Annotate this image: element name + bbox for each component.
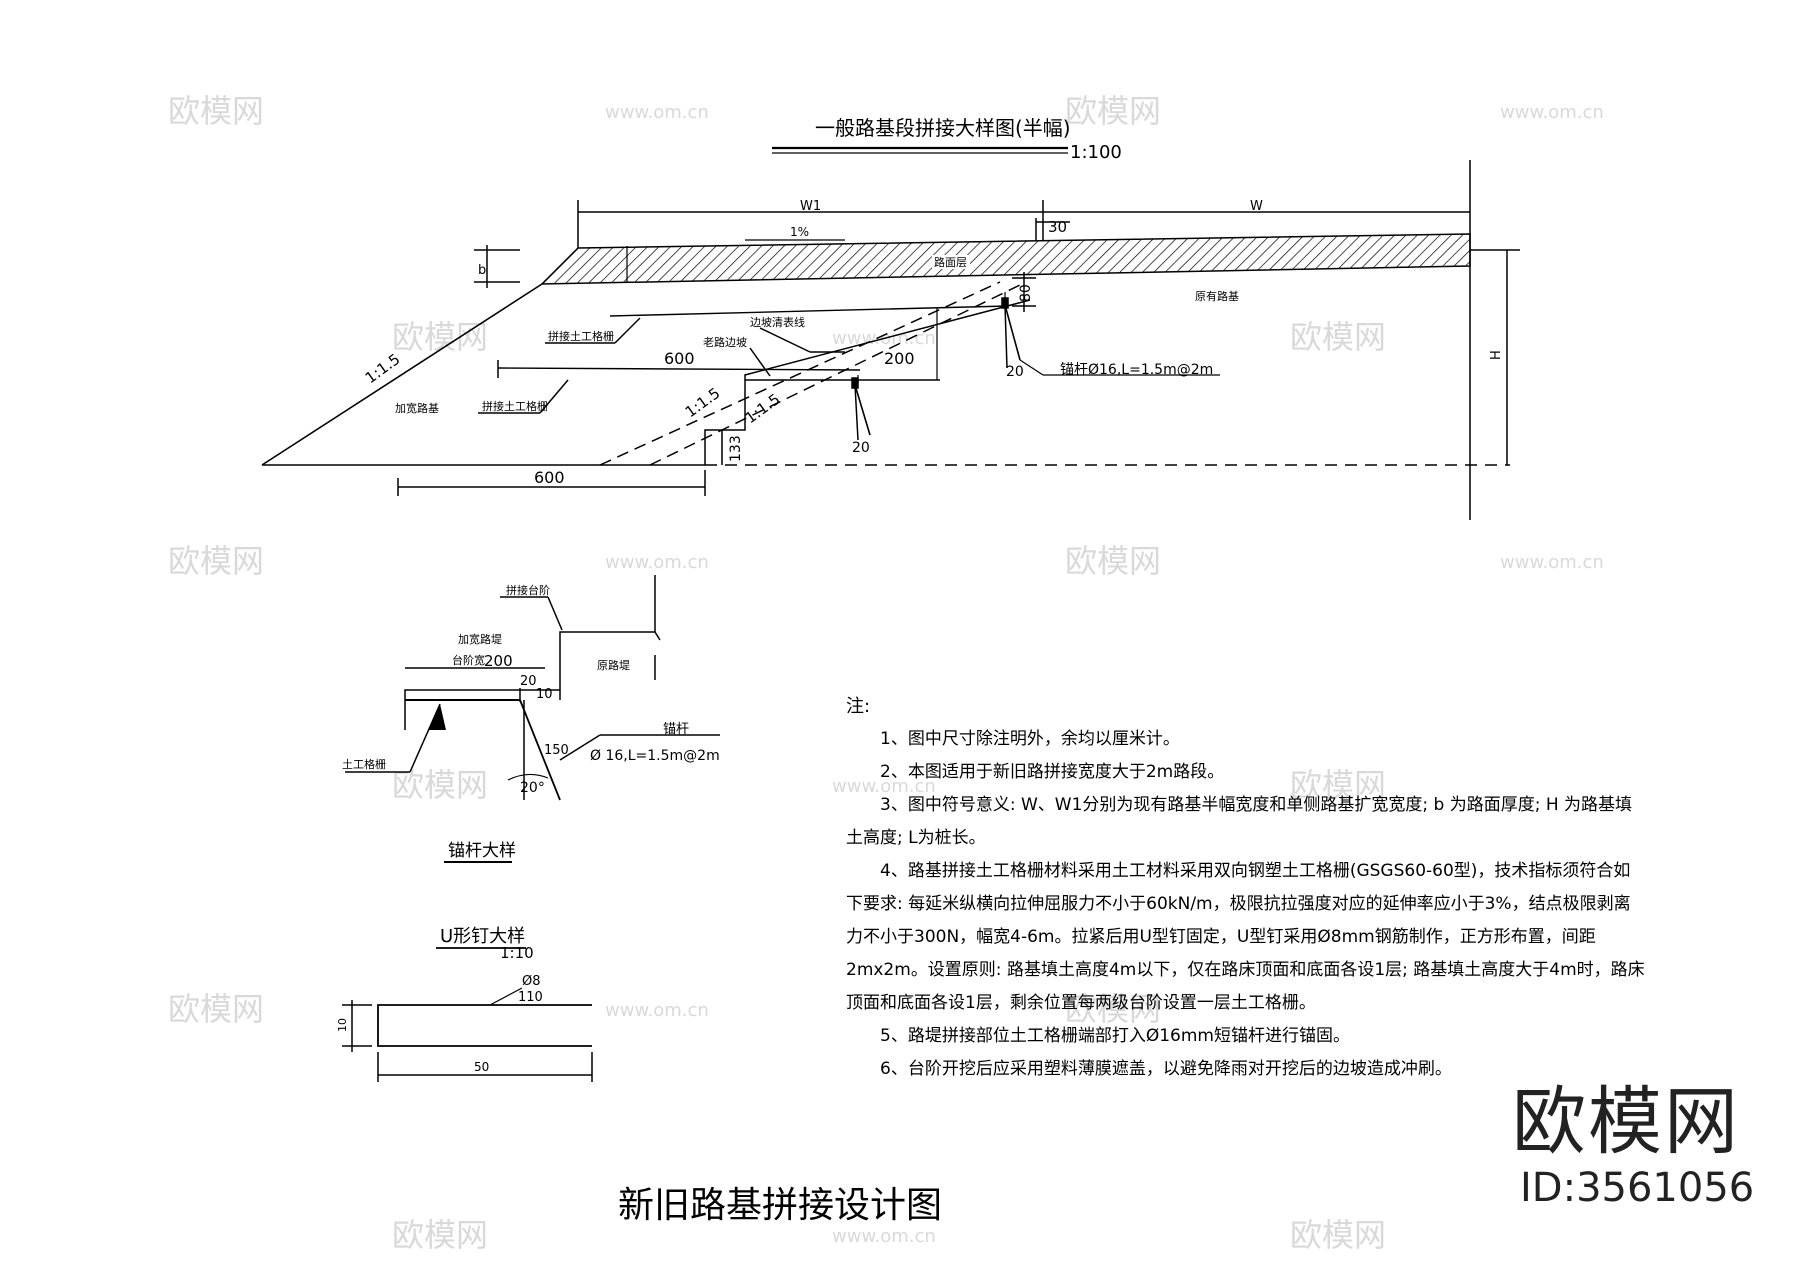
note-item: 2、本图适用于新旧路拼接宽度大于2m路段。 xyxy=(880,762,1225,782)
label-graded-slope: 边坡清表线 xyxy=(750,315,805,329)
slope-mid2: 1:1.5 xyxy=(742,390,784,427)
angle-20a: 20 xyxy=(852,440,870,456)
label-step-width: 台阶宽 xyxy=(452,653,485,667)
label-geogrid-1: 拼接土工格栅 xyxy=(548,329,614,343)
dim-600-top: 600 xyxy=(664,349,695,368)
unail-scale: 1:10 xyxy=(500,944,534,962)
main-detail: 一般路基段拼接大样图(半幅) 1:100 W1 W 30 1% 路面层 b 原有… xyxy=(261,116,1520,520)
angle-20b: 20 xyxy=(1006,364,1024,380)
label-step: 拼接台阶 xyxy=(506,583,550,597)
unail-dim-50: 50 xyxy=(474,1060,489,1074)
watermark-url: www.om.cn xyxy=(605,102,709,123)
brand-name: 欧模网 xyxy=(1512,1079,1740,1165)
watermark-logo: 欧模网 xyxy=(168,542,264,580)
watermark-logo: 欧模网 xyxy=(168,92,264,130)
watermark-url: www.om.cn xyxy=(832,1226,936,1247)
label-geogrid-2: 拼接土工格栅 xyxy=(482,399,548,413)
angle-20-anchor: 20° xyxy=(520,780,545,796)
label-geogrid-anchor: 土工格栅 xyxy=(342,757,386,771)
anchor-detail: 拼接台阶 加宽路堤 台阶宽 200 原路堤 20 10 土工格栅 150 锚杆 … xyxy=(342,575,720,863)
anchor-spec-detail: Ø 16,L=1.5m@2m xyxy=(590,748,720,764)
unail-title: U形钉大样 xyxy=(440,926,525,947)
unail-dia: Ø8 xyxy=(522,974,541,989)
unail-dim-10: 10 xyxy=(336,1018,349,1032)
label-widened: 加宽路基 xyxy=(395,401,439,415)
notes-block: 注: 1、图中尺寸除注明外，余均以厘米计。 2、本图适用于新旧路拼接宽度大于2m… xyxy=(846,690,1646,1086)
dim-150: 150 xyxy=(544,743,569,758)
watermark-logo: 欧模网 xyxy=(392,1216,488,1254)
notes-heading: 注: xyxy=(846,696,871,717)
watermark-logo: 欧模网 xyxy=(168,990,264,1028)
dim-30: 30 xyxy=(1048,218,1067,236)
label-widened-embankment: 加宽路堤 xyxy=(458,632,502,646)
label-old-subgrade: 原有路基 xyxy=(1195,289,1239,303)
dim-20-anchor: 20 xyxy=(520,674,537,689)
note-item: 1、图中尺寸除注明外，余均以厘米计。 xyxy=(880,729,1180,749)
watermark-url: www.om.cn xyxy=(832,776,936,797)
unail-detail: U形钉大样 1:10 Ø8 110 10 50 xyxy=(336,926,593,1082)
dim-133: 133 xyxy=(728,435,744,462)
watermark-url: www.om.cn xyxy=(605,1000,709,1021)
dim-200-anchor: 200 xyxy=(484,652,513,670)
label-pavement: 路面层 xyxy=(934,256,967,269)
slope-mid1: 1:1.5 xyxy=(682,384,724,421)
dim-10-anchor: 10 xyxy=(536,687,553,702)
watermark-url: www.om.cn xyxy=(605,552,709,573)
note-item: 6、台阶开挖后应采用塑料薄膜遮盖，以避免降雨对开挖后的边坡造成冲刷。 xyxy=(880,1059,1452,1079)
label-original: 原路堤 xyxy=(597,659,630,672)
brand-block: 欧模网 ID:3561056 xyxy=(1512,1080,1754,1212)
label-old-slope: 老路边坡 xyxy=(703,336,747,349)
note-item: 3、图中符号意义: W、W1分别为现有路基半幅宽度和单侧路基扩宽宽度; b 为路… xyxy=(846,795,1633,848)
note-item: 4、路基拼接土工格栅材料采用土工材料采用双向钢塑土工格栅(GSGS60-60型)… xyxy=(846,861,1645,1013)
pavement-layer xyxy=(540,233,1471,285)
watermark-logo: 欧模网 xyxy=(1290,1216,1386,1254)
watermark-logo: 欧模网 xyxy=(1065,92,1161,130)
watermark-logo: 欧模网 xyxy=(1065,990,1161,1028)
drawing-title: 新旧路基拼接设计图 xyxy=(618,1185,943,1226)
anchor-detail-title: 锚杆大样 xyxy=(448,841,516,861)
label-anchor: 锚杆 xyxy=(663,722,689,737)
main-detail-title: 一般路基段拼接大样图(半幅) xyxy=(815,116,1071,140)
watermark-url: www.om.cn xyxy=(1500,552,1604,573)
watermark-logo: 欧模网 xyxy=(1290,318,1386,356)
anchor-spec: 锚杆Ø16,L=1.5m@2m xyxy=(1060,362,1213,378)
dim-600-bottom: 600 xyxy=(534,468,565,487)
dim-80: 80 xyxy=(1018,284,1034,302)
dim-h: H xyxy=(1489,350,1504,360)
dim-w1: W1 xyxy=(800,199,821,214)
watermark-url: www.om.cn xyxy=(1500,102,1604,123)
watermark-logo: 欧模网 xyxy=(1290,766,1386,804)
main-detail-scale: 1:100 xyxy=(1070,142,1122,163)
brand-id: ID:3561056 xyxy=(1520,1165,1755,1211)
slope-1pct: 1% xyxy=(790,225,809,239)
dim-b: b xyxy=(478,263,486,278)
anchor-symbol xyxy=(851,297,1220,441)
unail-dim-110: 110 xyxy=(518,990,543,1005)
dim-w: W xyxy=(1250,199,1263,214)
note-item: 5、路堤拼接部位土工格栅端部打入Ø16mm短锚杆进行锚固。 xyxy=(880,1026,1350,1046)
watermark-logo: 欧模网 xyxy=(1065,542,1161,580)
dim-200: 200 xyxy=(884,349,915,368)
